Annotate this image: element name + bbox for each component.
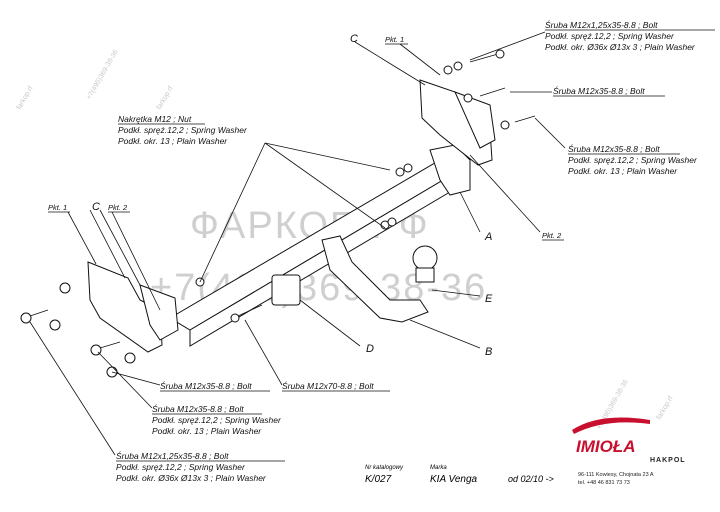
callout-bottom-low-1: Śruba M12x1,25x35-8.8 ; Bolt (116, 450, 229, 461)
callout-bottom-mid-1: Śruba M12x35-8.8 ; Bolt (152, 403, 244, 414)
watermark-site-1: farkop.rf (16, 85, 35, 111)
callout-top-right-3: Podkł. okr. Ø36x Ø13x 3 ; Plain Washer (545, 42, 696, 52)
callout-bolt-mid-text: Śruba M12x70-8.8 ; Bolt (282, 380, 374, 391)
part-label-c-top: C (350, 33, 358, 45)
callout-top-right: Śruba M12x1,25x35-8.8 ; Bolt Podkł. sprę… (545, 19, 715, 52)
logo-name: IMIOŁA (576, 437, 636, 456)
callout-bolt-mid: Śruba M12x70-8.8 ; Bolt (282, 380, 390, 392)
logo-tel: tel. +48 46 831 73 73 (578, 480, 630, 486)
brand-value: KIA Venga (430, 474, 478, 485)
pkt2-right: Pkt. 2 (542, 231, 562, 240)
callout-bolt-left: Śruba M12x35-8.8 ; Bolt (160, 380, 270, 392)
callout-bottom-low-3: Podkł. okr. Ø36x Ø13x 3 ; Plain Washer (116, 473, 267, 483)
callout-right-2-3: Podkł. okr. 13 ; Plain Washer (568, 166, 678, 176)
part-label-a: A (484, 231, 492, 243)
logo-address: 96-111 Kowiesy, Chojnata 23 A (578, 472, 654, 478)
watermark-phone-1: +7(495)369-38-36 (86, 49, 120, 101)
callout-bolt-left-text: Śruba M12x35-8.8 ; Bolt (160, 380, 252, 391)
callout-top-right-1: Śruba M12x1,25x35-8.8 ; Bolt (545, 19, 658, 30)
pkt1-top: Pkt. 1 (385, 35, 404, 44)
callout-bottom-low: Śruba M12x1,25x35-8.8 ; Bolt Podkł. sprę… (116, 450, 285, 483)
callout-right-1-text: Śruba M12x35-8.8 ; Bolt (553, 85, 645, 96)
right-bracket (419, 79, 496, 166)
callout-bottom-mid: Śruba M12x35-8.8 ; Bolt Podkł. spręż.12,… (152, 403, 282, 436)
leader-lines (29, 31, 566, 456)
callout-nut-2: Podkł. spręż.12,2 ; Spring Washer (118, 125, 248, 135)
callout-top-right-2: Podkł. spręż.12,2 ; Spring Washer (545, 31, 675, 41)
callout-right-2-2: Podkł. spręż.12,2 ; Spring Washer (568, 155, 698, 165)
part-label-d: D (366, 343, 374, 355)
tow-neck (271, 235, 438, 323)
part-label-c-left: C (92, 201, 100, 213)
callout-bottom-mid-2: Podkł. spręż.12,2 ; Spring Washer (152, 415, 282, 425)
pkt2-left: Pkt. 2 (108, 203, 128, 212)
callout-right-2: Śruba M12x35-8.8 ; Bolt Podkł. spręż.12,… (568, 143, 698, 176)
catalog-info: Nr katalogowy K/027 Marka KIA Venga od 0… (365, 465, 554, 485)
pkt1-left: Pkt. 1 (48, 203, 67, 212)
catalog-no-value: K/027 (365, 474, 392, 485)
watermark-site-3: farkop.rf (656, 395, 675, 421)
brand-label: Marka (430, 465, 447, 471)
part-label-e: E (485, 293, 493, 305)
part-label-b: B (485, 346, 492, 358)
callout-right-1: Śruba M12x35-8.8 ; Bolt (553, 85, 665, 97)
crossbar (169, 144, 471, 347)
callout-nut-1: Nakrętka M12 ; Nut (118, 114, 192, 124)
watermark-site-2: farkop.rf (156, 85, 175, 111)
catalog-no-label: Nr katalogowy (365, 465, 404, 471)
date-value: od 02/10 -> (508, 474, 554, 484)
callout-nut: Nakrętka M12 ; Nut Podkł. spręż.12,2 ; S… (118, 114, 248, 146)
callout-nut-3: Podkł. okr. 13 ; Plain Washer (118, 136, 228, 146)
left-bracket (87, 261, 179, 353)
logo-sub: HAKPOL (650, 457, 686, 464)
imiola-logo: IMIOŁA HAKPOL 96-111 Kowiesy, Chojnata 2… (572, 417, 686, 486)
callout-bottom-low-2: Podkł. spręż.12,2 ; Spring Washer (116, 462, 246, 472)
callout-bottom-mid-3: Podkł. okr. 13 ; Plain Washer (152, 426, 262, 436)
callout-right-2-1: Śruba M12x35-8.8 ; Bolt (568, 143, 660, 154)
